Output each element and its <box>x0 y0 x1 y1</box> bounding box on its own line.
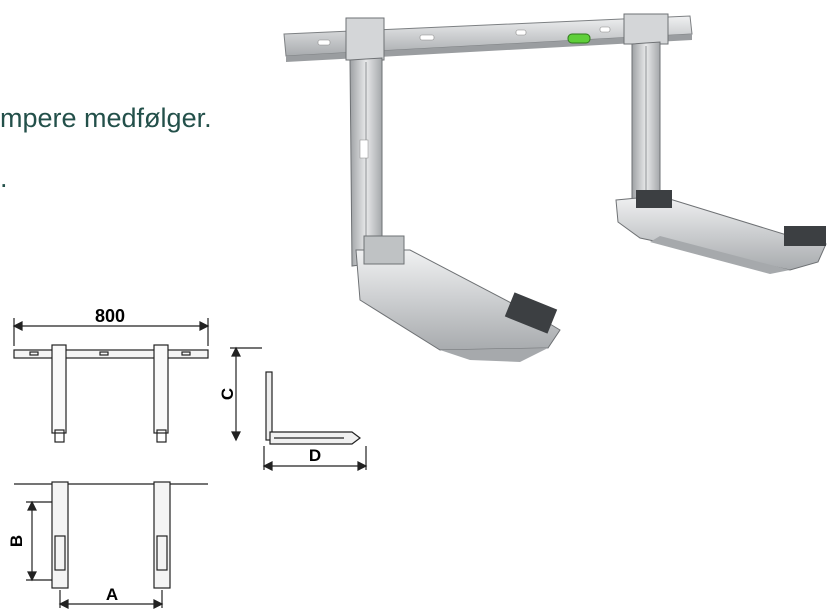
spirit-level-icon <box>567 33 591 44</box>
dimension-d-label: D <box>309 446 321 465</box>
rubber-pad-right-2 <box>784 226 826 246</box>
text-line-1: mpere medfølger. <box>0 103 212 133</box>
dimension-c-label: C <box>218 388 237 400</box>
text-line-2: . <box>0 163 8 193</box>
rubber-pad-right-1 <box>636 190 672 208</box>
dimension-width-label: 800 <box>95 306 125 326</box>
side-view-drawing <box>230 346 368 471</box>
wall-bracket-render <box>283 13 827 362</box>
dimension-b-label: B <box>7 535 26 547</box>
rubber-pad-left <box>504 292 558 334</box>
top-view-drawing <box>14 481 208 609</box>
dimension-a-label: A <box>106 585 118 604</box>
front-view-drawing <box>12 318 210 443</box>
